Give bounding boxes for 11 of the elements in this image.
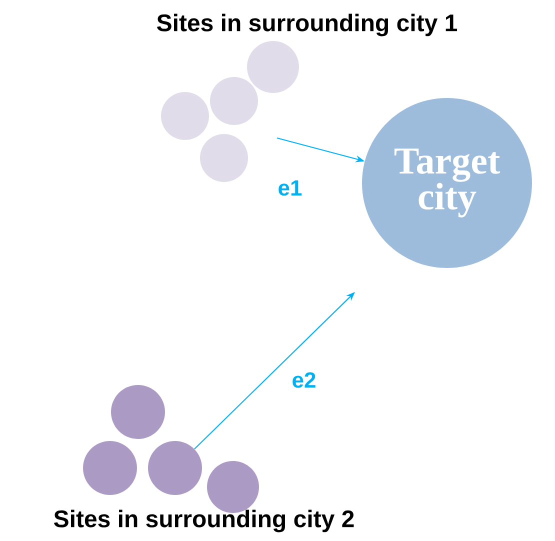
site-circle bbox=[111, 385, 165, 439]
site-circle bbox=[247, 41, 299, 93]
group-title: Sites in surrounding city 1 bbox=[157, 14, 458, 36]
site-circle bbox=[210, 77, 258, 125]
site-circle bbox=[200, 134, 248, 182]
site-circle bbox=[148, 441, 202, 495]
edge-label: e1 bbox=[278, 180, 302, 196]
group-title: Sites in surrounding city 2 bbox=[54, 510, 354, 532]
site-circle bbox=[161, 92, 209, 140]
site-circle bbox=[83, 441, 137, 495]
edge-label: e2 bbox=[292, 372, 316, 388]
